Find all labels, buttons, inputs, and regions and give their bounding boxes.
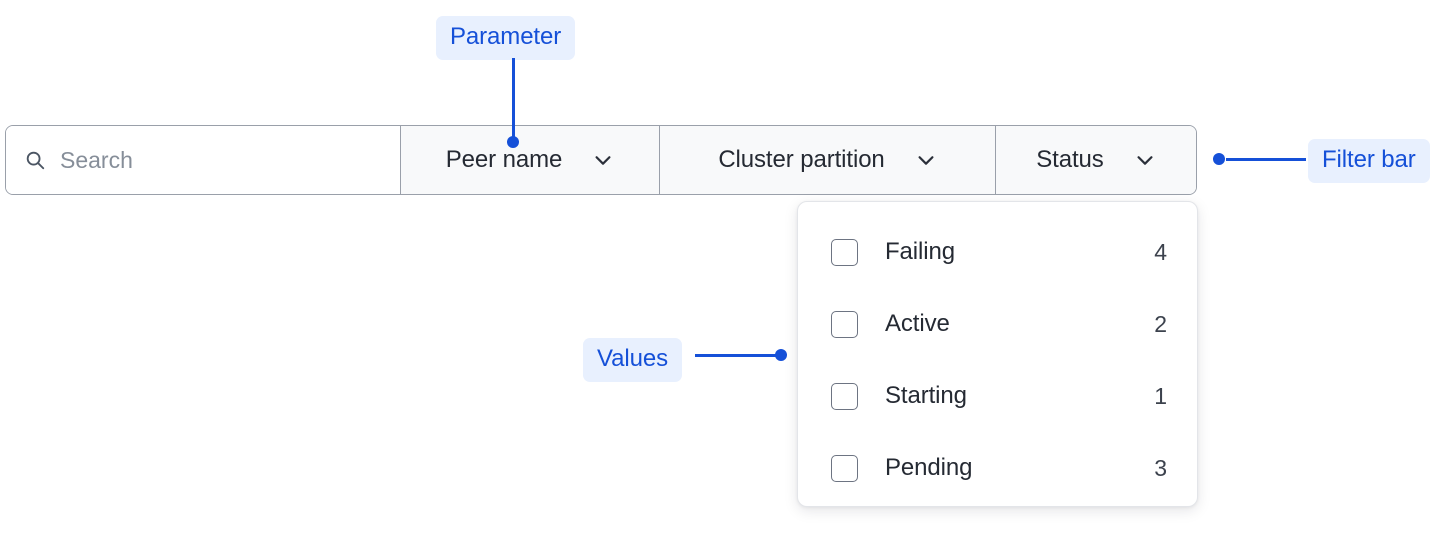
search-icon xyxy=(24,149,46,171)
option-count: 4 xyxy=(1154,238,1167,265)
checkbox-failing[interactable] xyxy=(831,238,858,266)
dropdown-cluster-partition-label: Cluster partition xyxy=(718,146,885,173)
option-label: Active xyxy=(885,310,950,337)
annotation-connector-parameter xyxy=(512,58,515,142)
option-label: Pending xyxy=(885,454,973,481)
annotation-dot-values xyxy=(775,349,787,361)
annotation-label-parameter: Parameter xyxy=(436,16,576,60)
option-count: 3 xyxy=(1154,454,1167,481)
checkbox-starting[interactable] xyxy=(831,382,858,410)
dropdown-status-label: Status xyxy=(1036,146,1104,173)
dropdown-peer-name-label: Peer name xyxy=(445,146,563,173)
option-label: Failing xyxy=(885,238,955,265)
annotation-connector-filter-bar xyxy=(1226,158,1306,161)
dropdown-cluster-partition[interactable]: Cluster partition xyxy=(660,126,996,194)
dropdown-status[interactable]: Status xyxy=(996,126,1196,194)
option-count: 2 xyxy=(1154,310,1167,337)
checkbox-active[interactable] xyxy=(831,310,858,338)
checkbox-pending[interactable] xyxy=(831,454,858,482)
option-count: 1 xyxy=(1154,382,1167,409)
annotation-dot-parameter xyxy=(507,136,519,148)
search-field[interactable] xyxy=(6,126,401,194)
annotation-connector-values xyxy=(695,354,781,357)
list-item[interactable]: Pending 3 xyxy=(798,432,1197,504)
option-label: Starting xyxy=(885,382,967,409)
annotation-dot-filter-bar xyxy=(1213,153,1225,165)
chevron-down-icon xyxy=(1134,149,1156,171)
annotation-label-filter-bar: Filter bar xyxy=(1308,139,1430,183)
status-dropdown-panel: Failing 4 Active 2 Starting 1 Pending 3 xyxy=(797,201,1198,507)
annotation-label-values: Values xyxy=(583,338,683,382)
dropdown-peer-name[interactable]: Peer name xyxy=(401,126,660,194)
list-item[interactable]: Starting 1 xyxy=(798,360,1197,432)
list-item[interactable]: Active 2 xyxy=(798,288,1197,360)
search-input[interactable] xyxy=(60,143,382,177)
filter-bar: Peer name Cluster partition Status xyxy=(5,125,1197,195)
chevron-down-icon xyxy=(915,149,937,171)
chevron-down-icon xyxy=(592,149,614,171)
list-item[interactable]: Failing 4 xyxy=(798,216,1197,288)
